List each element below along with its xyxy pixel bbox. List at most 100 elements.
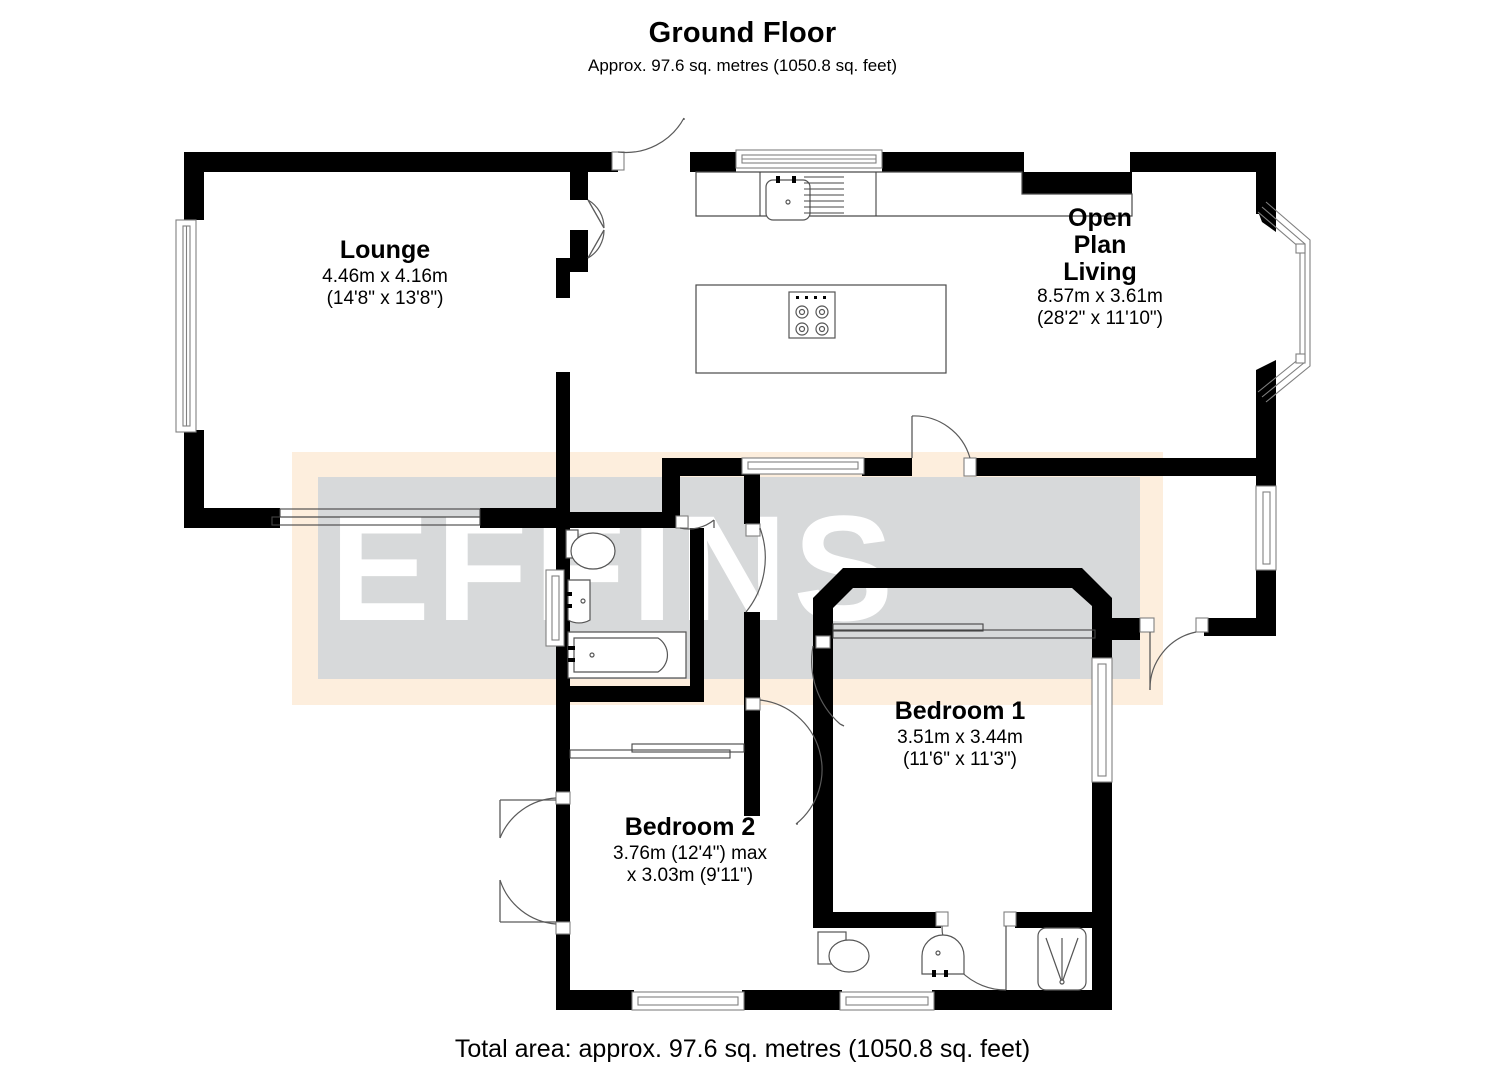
wall-bed2-east bbox=[744, 698, 760, 812]
door-bedroom2-west-lower[interactable] bbox=[499, 879, 571, 935]
wall-hall-west-lower bbox=[744, 462, 760, 524]
door-bathroom[interactable] bbox=[675, 515, 715, 530]
window-bedroom2-south bbox=[631, 991, 745, 1011]
wall-bed1-north bbox=[813, 568, 1112, 640]
window-kitchen-north bbox=[735, 149, 883, 169]
sliding-door-bedroom2-wardrobe[interactable] bbox=[569, 743, 745, 759]
door-cupboard-lower[interactable] bbox=[587, 229, 605, 259]
basin-icon bbox=[566, 579, 591, 624]
wall-ensuite-north-right bbox=[1015, 912, 1112, 928]
window-bay-east bbox=[1257, 201, 1311, 403]
hob-icon bbox=[788, 291, 836, 339]
wall-corridor-west bbox=[556, 686, 570, 748]
wall-ensuite-east bbox=[1092, 924, 1112, 1010]
total-area-text: Total area: approx. 97.6 sq. metres (105… bbox=[454, 1035, 1031, 1064]
wall-bed1-east-lower bbox=[1092, 780, 1112, 940]
door-cupboard-upper[interactable] bbox=[587, 199, 605, 229]
room-label-bedroom-1: Bedroom 1 3.51m x 3.44m (11'6" x 11'3") bbox=[840, 697, 1080, 771]
room-label-open-plan-living: Open Plan Living 8.57m x 3.61m (28'2" x … bbox=[1000, 205, 1200, 331]
wall-north-lounge bbox=[184, 152, 618, 172]
room-dim-metric-bedroom-1: 3.51m x 3.44m bbox=[897, 726, 1023, 748]
shower-tray-icon bbox=[1037, 927, 1087, 991]
page-subtitle: Approx. 97.6 sq. metres (1050.8 sq. feet… bbox=[588, 55, 897, 75]
window-hall-north bbox=[741, 457, 865, 475]
room-name-bedroom-2: Bedroom 2 bbox=[624, 813, 756, 841]
page-title: Ground Floor bbox=[648, 17, 837, 49]
door-hall-main[interactable] bbox=[745, 523, 766, 613]
wall-east-lounge-upper bbox=[570, 152, 588, 200]
wall-bed2-east-lower bbox=[744, 800, 760, 816]
wall-lounge-east-mid bbox=[556, 268, 570, 298]
toilet-icon bbox=[570, 532, 616, 570]
wall-south-entrance bbox=[1204, 618, 1276, 636]
sliding-door-bedroom1-wardrobe[interactable] bbox=[832, 623, 1096, 639]
wall-east-lounge-lower bbox=[556, 372, 570, 528]
door-lounge-north[interactable] bbox=[611, 117, 685, 171]
wall-south-openplan bbox=[974, 458, 1274, 476]
wall-bed1-east-upper bbox=[1092, 600, 1112, 658]
wall-group bbox=[184, 152, 1276, 1010]
door-bedroom2-west-upper[interactable] bbox=[499, 791, 571, 839]
windows-group bbox=[175, 149, 1311, 1011]
wall-ensuite-north-left bbox=[813, 912, 941, 928]
wall-east-mid bbox=[1256, 388, 1276, 474]
wall-bathroom-south bbox=[556, 686, 704, 702]
wall-south-openplan-left bbox=[662, 458, 744, 476]
window-bedroom1-east bbox=[1091, 657, 1113, 783]
room-dim-imperial-bedroom-2: x 3.03m (9'11") bbox=[626, 864, 754, 886]
toilet-icon bbox=[828, 939, 870, 973]
door-bedroom1[interactable] bbox=[811, 635, 845, 727]
wall-hall-west-lower2 bbox=[744, 612, 760, 698]
room-dim-imperial-bedroom-1: (11'6" x 11'3") bbox=[902, 748, 1018, 770]
sliding-doors-group[interactable] bbox=[271, 508, 1096, 759]
ensuite-group bbox=[817, 927, 1087, 991]
sliding-door-lounge-south[interactable] bbox=[271, 508, 481, 526]
wall-bed1-west bbox=[813, 634, 833, 924]
wall-south-outer-left bbox=[556, 990, 634, 1010]
basin-icon bbox=[921, 934, 965, 977]
window-ensuite-south bbox=[839, 991, 935, 1011]
wall-south-outer-mid bbox=[742, 990, 842, 1010]
bathroom-group bbox=[565, 529, 687, 679]
door-entrance[interactable] bbox=[1139, 617, 1209, 691]
kitchen-group bbox=[695, 171, 1133, 374]
room-dim-metric-lounge: 4.46m x 4.16m bbox=[322, 265, 448, 287]
wall-north-openplan bbox=[1130, 152, 1274, 172]
wall-west-lounge-lower bbox=[184, 430, 204, 528]
plan-header: Ground Floor Approx. 97.6 sq. metres (10… bbox=[0, 17, 1485, 76]
door-hall-to-openplan[interactable] bbox=[911, 415, 977, 477]
room-name-bedroom-1: Bedroom 1 bbox=[894, 697, 1026, 725]
room-dim-metric-bedroom-2: 3.76m (12'4") max bbox=[613, 842, 767, 864]
doors-group[interactable] bbox=[499, 117, 1209, 991]
room-dim-imperial-open-plan: (28'2" x 11'10") bbox=[1036, 308, 1163, 330]
wall-bay-lower-corner bbox=[1256, 360, 1276, 396]
bath-icon bbox=[567, 631, 687, 679]
wall-bathroom-east bbox=[690, 528, 704, 702]
kitchen-sink-icon bbox=[765, 176, 811, 221]
room-label-lounge: Lounge 4.46m x 4.16m (14'8" x 13'8") bbox=[255, 236, 515, 310]
window-hall-east bbox=[1255, 485, 1277, 571]
wall-east-upper bbox=[1256, 152, 1276, 214]
wall-north-kitchen-right bbox=[882, 152, 1024, 172]
room-name-lounge: Lounge bbox=[339, 236, 431, 264]
kitchen-drainer-icon bbox=[804, 176, 844, 214]
door-bedroom2[interactable] bbox=[745, 697, 823, 825]
wall-hall-west bbox=[662, 458, 680, 526]
wall-east-hall-upper bbox=[1256, 468, 1276, 490]
room-dim-imperial-lounge: (14'8" x 13'8") bbox=[326, 287, 444, 309]
window-bathroom-west bbox=[545, 569, 565, 647]
wall-south-openplan-mid bbox=[862, 458, 912, 476]
window-lounge-west bbox=[175, 219, 197, 433]
wall-bed2-north bbox=[556, 744, 570, 788]
wall-south-lounge-right bbox=[480, 508, 560, 528]
wall-corridor-west2 bbox=[556, 782, 570, 940]
room-name-open-plan-line1: Open bbox=[1068, 204, 1132, 232]
wall-bed1-connector bbox=[1112, 618, 1140, 640]
room-dim-metric-open-plan: 8.57m x 3.61m bbox=[1037, 286, 1163, 307]
room-label-bedroom-2: Bedroom 2 3.76m (12'4") max x 3.03m (9'1… bbox=[570, 813, 810, 887]
wall-east-hall-lower bbox=[1256, 566, 1276, 632]
wall-south-lounge-left bbox=[184, 508, 280, 528]
wall-north-step bbox=[1022, 172, 1132, 194]
